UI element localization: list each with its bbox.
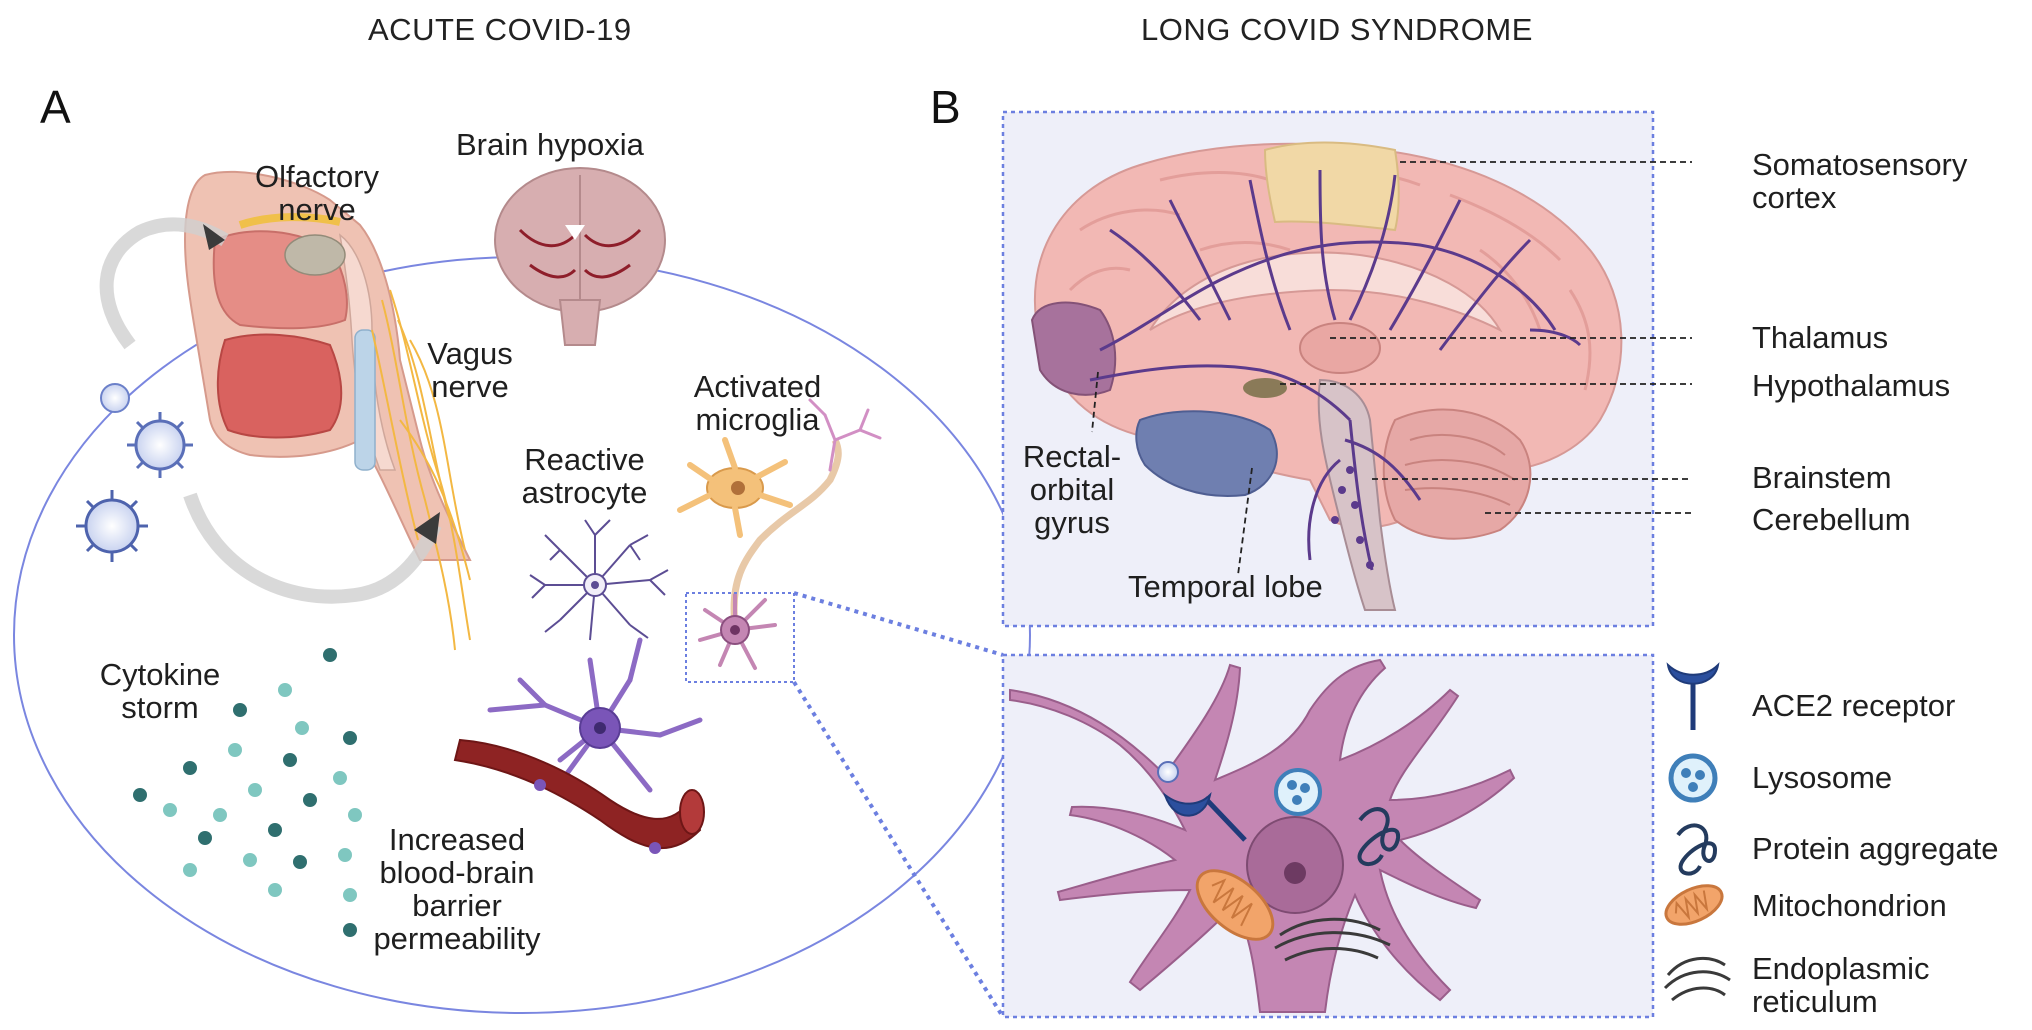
brain-hypoxia-illustration (494, 167, 666, 346)
cytokine-dot (348, 808, 362, 822)
cytokine-dot (163, 803, 177, 817)
cytokine-dot (268, 823, 282, 837)
cytokine-dot (248, 783, 262, 797)
cell-protein-aggregate (1357, 807, 1400, 866)
cytokine-dot (213, 808, 227, 822)
mitochondrion-icon (1664, 884, 1724, 926)
cytokine-dot (183, 761, 197, 775)
neural-tracts (1089, 169, 1582, 571)
reactive-astrocyte-cell (529, 519, 669, 641)
activated-microglia-cell (677, 437, 793, 538)
cytokine-dot (133, 788, 147, 802)
label-reactive-astrocyte: Reactive astrocyte (521, 442, 648, 510)
legend-label-ace2: ACE2 receptor (1752, 688, 1956, 723)
label-rectal-orbital-gyrus: Rectal- orbital gyrus (1022, 439, 1122, 540)
cytokine-dot (293, 855, 307, 869)
header-acute-covid: ACUTE COVID-19 (368, 12, 632, 47)
head-section-illustration (183, 170, 472, 651)
label-bbb-permeability: Increased blood-brain barrier permeabili… (373, 822, 541, 956)
label-somatosensory-cortex: Somatosensory cortex (1752, 147, 1968, 215)
label-brainstem: Brainstem (1752, 460, 1892, 495)
zoom-source-box (685, 592, 795, 683)
brain-leader-lines (1091, 161, 1692, 576)
cytokine-dot (343, 731, 357, 745)
label-brain-hypoxia: Brain hypoxia (456, 127, 644, 162)
panel-label-b: B (930, 81, 961, 133)
cytokine-dot (233, 703, 247, 717)
label-cerebellum: Cerebellum (1752, 502, 1911, 537)
cytokine-dot (338, 848, 352, 862)
entry-arrows (99, 217, 442, 604)
endoplasmic-reticulum-icon (1663, 956, 1731, 1002)
cell-ace2-receptor (1157, 761, 1247, 842)
cytokine-dot (323, 648, 337, 662)
cell-endoplasmic-reticulum (1274, 917, 1391, 962)
sars-cov-2-virions (76, 383, 193, 562)
legend-label-protein-aggregate: Protein aggregate (1752, 831, 1999, 866)
ace2-receptor-icon (1666, 662, 1720, 730)
protein-aggregate-icon (1676, 823, 1718, 876)
header-long-covid: LONG COVID SYNDROME (1141, 12, 1533, 47)
label-activated-microglia: Activated microglia (693, 369, 822, 437)
cytokine-particles (133, 648, 362, 937)
cytokine-dot (343, 923, 357, 937)
neuron-cell (487, 637, 703, 793)
legend-label-endoplasmic-reticulum: Endoplasmic reticulum (1752, 951, 1930, 1019)
label-olfactory-nerve: Olfactory nerve (254, 159, 380, 227)
label-vagus-nerve: Vagus nerve (427, 336, 513, 404)
panel-label-a: A (40, 81, 71, 133)
lysosome-icon (1668, 753, 1718, 803)
label-cytokine-storm: Cytokine storm (99, 657, 221, 725)
cytokine-dot (333, 771, 347, 785)
legend-label-lysosome: Lysosome (1752, 760, 1893, 795)
cell-mitochondrion (1195, 869, 1275, 941)
blood-vessel (453, 738, 705, 854)
label-temporal-lobe: Temporal lobe (1128, 569, 1323, 604)
cytokine-dot (295, 721, 309, 735)
cytokine-dot (343, 888, 357, 902)
label-hypothalamus: Hypothalamus (1752, 368, 1951, 403)
cytokine-dot (243, 853, 257, 867)
cytokine-dot (283, 753, 297, 767)
cytokine-dot (228, 743, 242, 757)
cytokine-dot (278, 683, 292, 697)
sagittal-brain-illustration (1030, 141, 1623, 611)
label-thalamus: Thalamus (1752, 320, 1889, 355)
cell-lysosome (1274, 768, 1322, 816)
legend-label-mitochondrion: Mitochondrion (1752, 888, 1947, 923)
highlighted-cell (698, 593, 777, 670)
microglia-process (730, 398, 882, 626)
cytokine-dot (183, 863, 197, 877)
cytokine-dot (198, 831, 212, 845)
cytokine-dot (268, 883, 282, 897)
cytokine-dot (303, 793, 317, 807)
zoom-connector-lines (792, 591, 1005, 1019)
zoomed-microglia-cell (1009, 658, 1516, 1013)
